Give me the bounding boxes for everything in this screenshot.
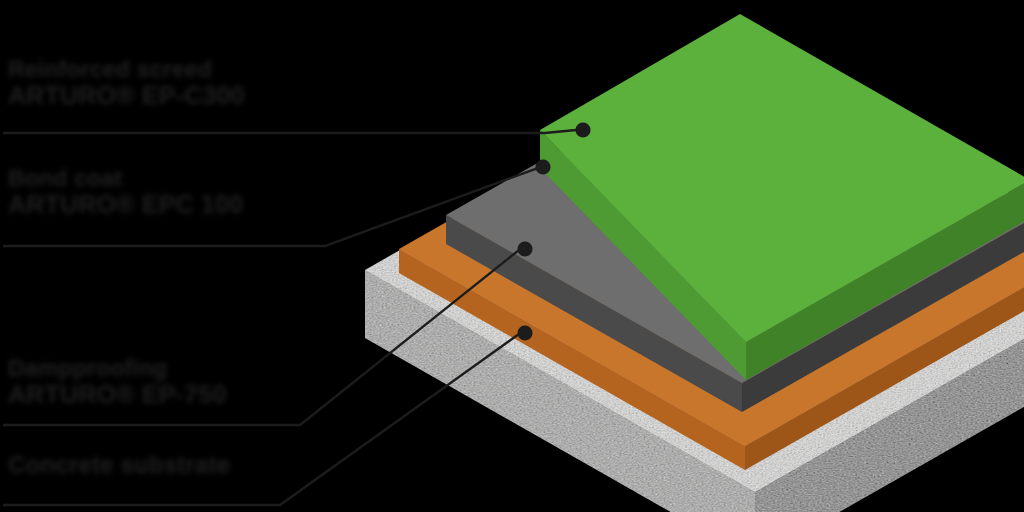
callout-label-substrate: Concrete substrate <box>8 452 230 479</box>
leader-dots <box>517 122 591 341</box>
callout-topcoat-line1: Reinforced screed <box>8 56 213 82</box>
green-left-face <box>540 130 746 380</box>
callout-bondcoat-line1: Bond coat <box>8 165 123 191</box>
layer-green-topcoat <box>540 14 1024 380</box>
leader-dot-primer <box>517 241 533 257</box>
gray-right-face <box>742 222 1024 412</box>
leader-line-primer <box>3 249 520 427</box>
leader-line-bondcoat <box>3 166 539 248</box>
callout-label-primer: Dampproofing ARTURO® EP-750 <box>8 355 227 410</box>
callout-primer-line2: ARTURO® EP-750 <box>8 381 227 409</box>
concrete-left-texture <box>365 270 755 512</box>
green-right-face <box>746 183 1024 380</box>
leader-lines <box>3 128 577 507</box>
callout-topcoat-line2: ARTURO® EP-C300 <box>8 82 245 110</box>
callout-label-topcoat: Reinforced screed ARTURO® EP-C300 <box>8 56 245 111</box>
leader-line-substrate <box>3 333 520 507</box>
leader-dot-bondcoat <box>535 159 551 175</box>
primer-right-face <box>745 287 1024 470</box>
leader-dot-substrate <box>517 325 533 341</box>
leader-dot-topcoat <box>575 122 591 138</box>
gray-left-face <box>446 215 742 412</box>
leader-line-topcoat <box>3 128 577 135</box>
concrete-right-texture <box>755 338 1024 512</box>
callout-substrate-line1: Concrete substrate <box>8 452 231 479</box>
primer-left-face <box>399 249 745 470</box>
callout-primer-line1: Dampproofing <box>8 355 168 381</box>
green-top-face <box>540 14 1024 342</box>
callout-label-bondcoat: Bond coat ARTURO® EPC 100 <box>8 165 243 220</box>
callout-bondcoat-line2: ARTURO® EPC 100 <box>8 191 244 219</box>
